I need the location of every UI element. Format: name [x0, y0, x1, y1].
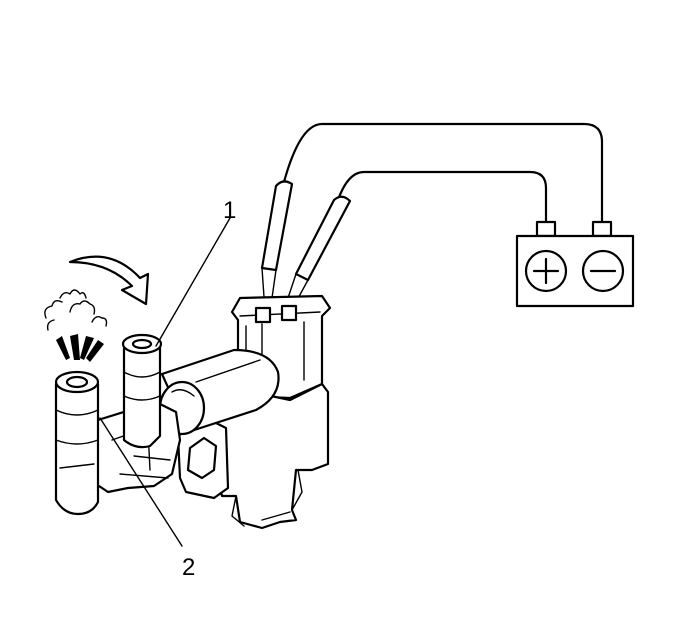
battery-terminal-negative: [591, 220, 613, 238]
air-escape-icon: [44, 289, 108, 362]
battery: [515, 220, 635, 308]
leader-line-2: [99, 417, 183, 547]
negative-symbol-circle: [581, 249, 625, 293]
port-2: [54, 370, 100, 516]
battery-terminal-positive: [535, 220, 557, 238]
solenoid-valve: [54, 294, 332, 530]
negative-lead-wire: [282, 122, 604, 224]
callout-1: 1: [155, 197, 236, 347]
callout-label-1: 1: [223, 197, 236, 224]
port-1: [121, 333, 163, 449]
positive-lead-wire: [336, 170, 548, 224]
flow-direction-arrow: [68, 255, 150, 306]
positive-symbol-circle: [524, 249, 568, 293]
callout-label-2: 2: [182, 554, 195, 581]
leader-line-1: [155, 217, 231, 347]
callout-2: 2: [99, 417, 195, 581]
